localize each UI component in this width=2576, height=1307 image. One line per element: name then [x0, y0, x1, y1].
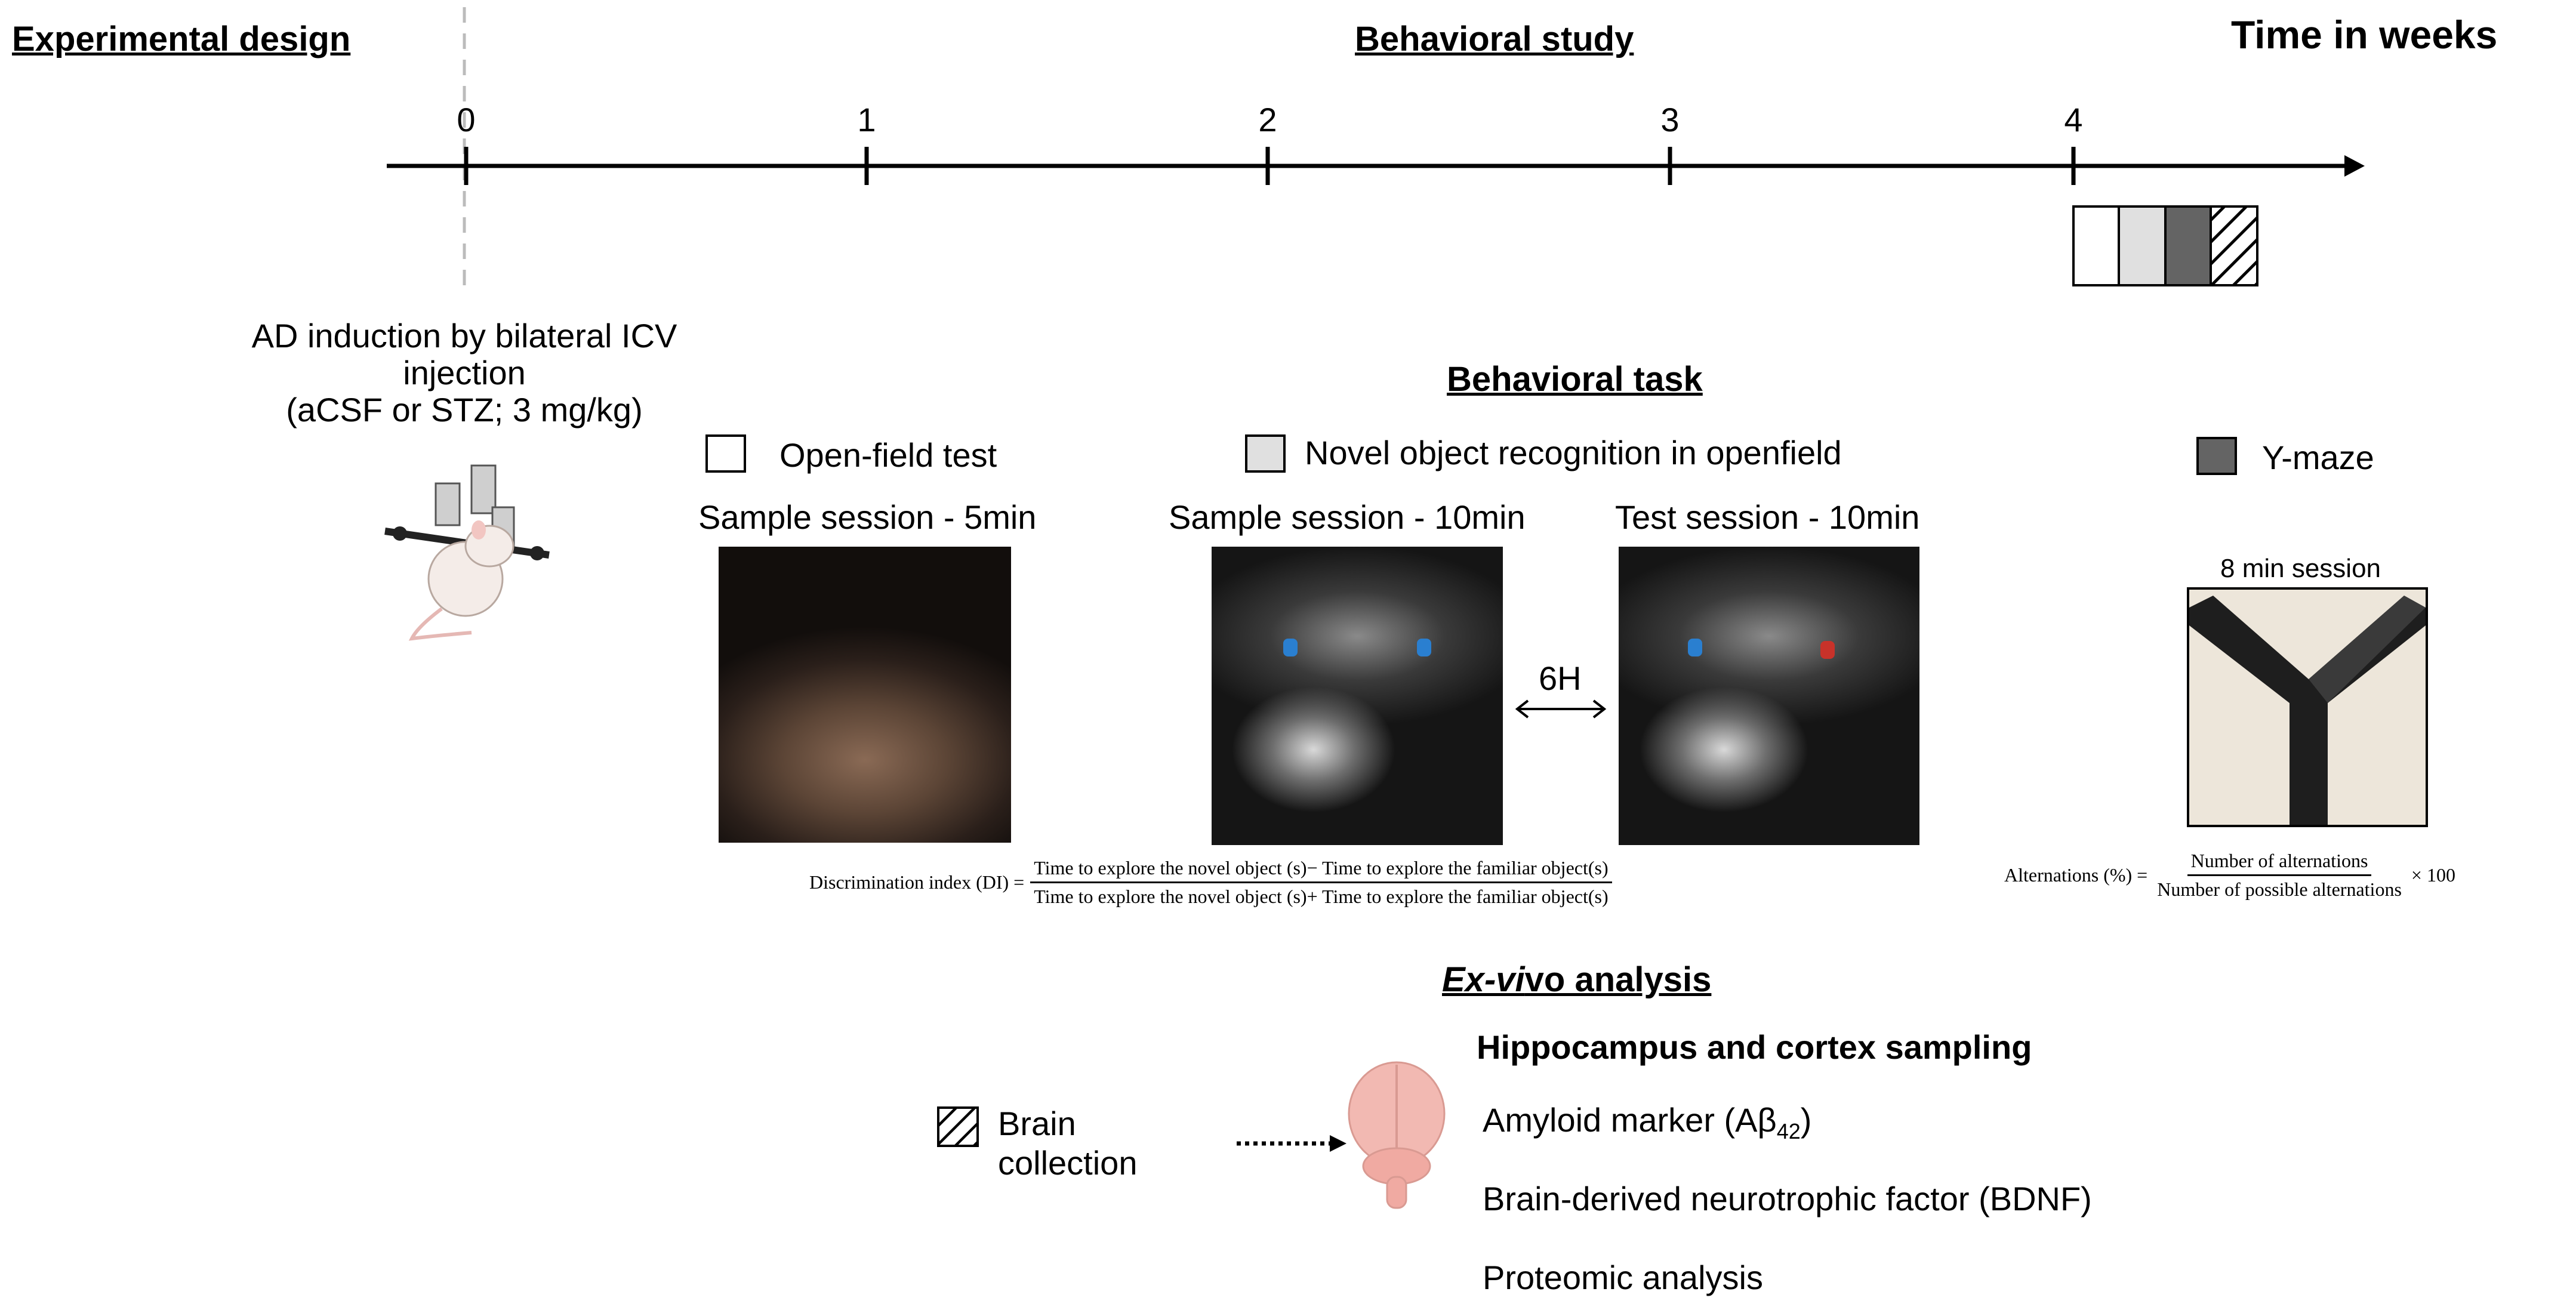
- nor-test-photo: [1619, 547, 1919, 845]
- di-lhs: Discrimination index (DI) =: [809, 871, 1025, 893]
- sampling-title: Hippocampus and cortex sampling: [1477, 1028, 2032, 1066]
- behavioral-study-header: Behavioral study: [1355, 20, 1634, 58]
- exvivo-italic: Ex-vi: [1442, 960, 1525, 999]
- exvivo-rest: vo analysis: [1524, 960, 1712, 999]
- induction-text: AD induction by bilateral ICV injection …: [238, 317, 691, 429]
- object-left-icon: [1283, 639, 1298, 656]
- ymaze-swatch: [2196, 437, 2237, 475]
- open-field-session-title: Sample session - 5min: [698, 498, 1037, 536]
- alternations-formula: Alternations (%) = Number of alternation…: [2004, 850, 2455, 901]
- ymaze-illustration: [2189, 596, 2426, 825]
- brain-collection-label: Brain collection: [998, 1104, 1137, 1183]
- nor-swatch: [1245, 434, 1286, 473]
- alt-fraction: Number of alternations Number of possibl…: [2153, 850, 2405, 901]
- time-in-weeks-label: Time in weeks: [2231, 13, 2498, 57]
- tick-label-4: 4: [2064, 101, 2083, 138]
- nor-sample-photo: [1212, 547, 1503, 845]
- alt-denominator: Number of possible alternations: [2157, 878, 2402, 900]
- interval-label: 6H: [1539, 659, 1582, 697]
- induction-line-1: AD induction by bilateral ICV: [251, 317, 677, 355]
- nor-label: Novel object recognition in openfield: [1305, 434, 1842, 471]
- brain-collection-swatch: [937, 1106, 979, 1147]
- exvivo-header: Ex-vivo analysis: [1442, 960, 1711, 1000]
- discrimination-index-formula: Discrimination index (DI) = Time to expl…: [809, 857, 1612, 908]
- ymaze-photo: [2187, 587, 2428, 827]
- ymaze-label: Y-maze: [2262, 439, 2374, 476]
- phase-open-field: [2072, 205, 2120, 286]
- amyloid-subscript: 42: [1776, 1119, 1801, 1144]
- ymaze-session-title: 8 min session: [2220, 554, 2381, 583]
- di-fraction: Time to explore the novel object (s)− Ti…: [1030, 857, 1612, 908]
- brain-collection-line-1: Brain: [998, 1105, 1076, 1142]
- timeline: [387, 7, 2365, 292]
- tick-label-0: 0: [457, 101, 476, 138]
- proteomic-item: Proteomic analysis: [1483, 1259, 1763, 1296]
- amyloid-prefix: Amyloid marker (Aβ: [1483, 1101, 1777, 1139]
- brain-collection-line-2: collection: [998, 1144, 1138, 1182]
- di-numerator: Time to explore the novel object (s)− Ti…: [1030, 857, 1612, 883]
- alt-numerator: Number of alternations: [2187, 850, 2372, 876]
- interval-double-arrow: [1515, 699, 1607, 719]
- alt-lhs: Alternations (%) =: [2004, 864, 2148, 886]
- brain-illustration: [1348, 1061, 1446, 1209]
- phase-ymaze: [2164, 205, 2212, 286]
- tick-label-1: 1: [857, 101, 876, 138]
- amyloid-suffix: ): [1800, 1101, 1812, 1139]
- phase-nor: [2118, 205, 2167, 286]
- phase-brain-collection: [2210, 205, 2258, 286]
- bdnf-item: Brain-derived neurotrophic factor (BDNF): [1483, 1180, 2092, 1217]
- familiar-object-icon: [1688, 639, 1702, 656]
- experimental-design-header: Experimental design: [12, 20, 351, 58]
- object-right-icon: [1417, 639, 1431, 656]
- open-field-swatch: [705, 434, 746, 473]
- phase-boxes: [2072, 205, 2258, 286]
- amyloid-marker-item: Amyloid marker (Aβ42): [1483, 1101, 1811, 1144]
- alt-rhs: × 100: [2411, 864, 2455, 886]
- dotted-arrow: [1237, 1135, 1346, 1152]
- induction-line-2: injection: [403, 354, 526, 392]
- nor-test-session-title: Test session - 10min: [1615, 498, 1920, 536]
- open-field-photo: [719, 547, 1011, 843]
- behavioral-task-header: Behavioral task: [1447, 360, 1703, 399]
- novel-object-icon: [1820, 641, 1835, 659]
- timeline-arrowhead: [2344, 155, 2365, 177]
- tick-label-3: 3: [1660, 101, 1680, 138]
- rat-stereotaxic-illustration: [384, 464, 550, 641]
- induction-line-3: (aCSF or STZ; 3 mg/kg): [286, 391, 643, 429]
- nor-sample-session-title: Sample session - 10min: [1169, 498, 1526, 536]
- open-field-label: Open-field test: [779, 436, 997, 474]
- di-denominator: Time to explore the novel object (s)+ Ti…: [1034, 886, 1609, 907]
- tick-label-2: 2: [1258, 101, 1277, 138]
